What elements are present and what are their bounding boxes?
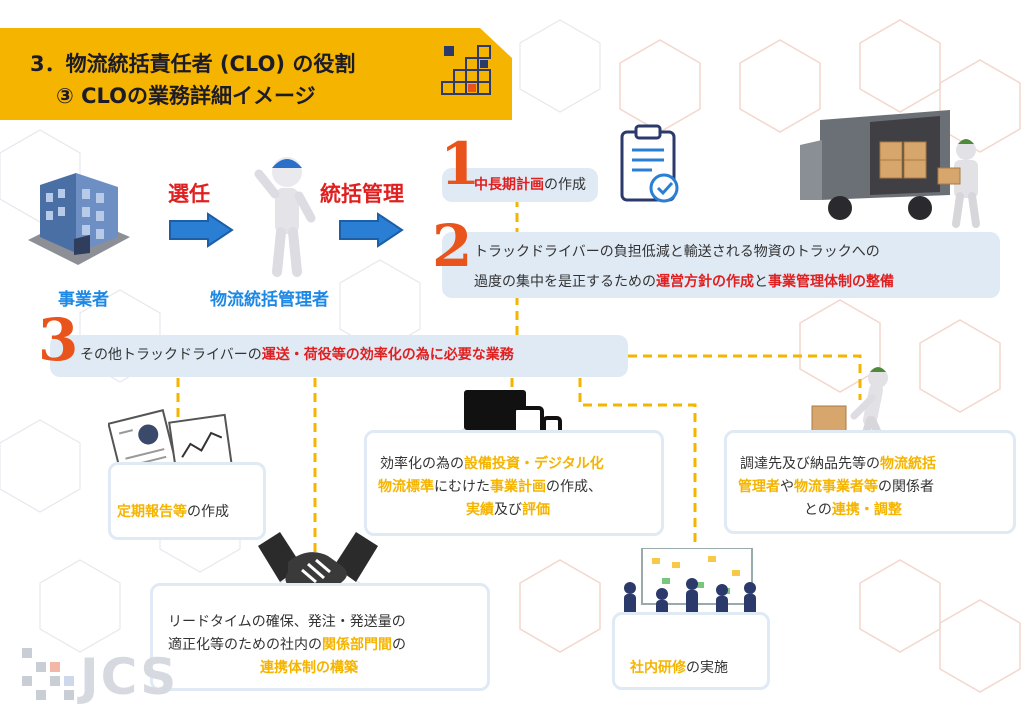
partner-box [724, 430, 1016, 534]
leadtime-box [150, 583, 490, 691]
partner-line2: 管理者や物流事業者等の関係者 [738, 479, 934, 495]
item2-line1: トラックドライバーの負担低減と輸送される物資のトラックへの [474, 244, 880, 260]
clipboard-check-icon [620, 124, 679, 203]
company-label: 事業者 [58, 290, 109, 310]
invest-line2: 物流標準にむけた事業計画の作成、 [378, 479, 602, 495]
oversight-label: 統括管理 [320, 182, 404, 206]
title-banner [0, 28, 512, 120]
truck-icon [800, 110, 980, 228]
jcs-logo-text: JCS [80, 648, 179, 706]
item3-text: その他トラックドライバーの運送・荷役等の効率化の為に必要な業務 [80, 347, 514, 363]
leadtime-line1: リードタイムの確保、発注・発送量の [168, 614, 406, 630]
partner-line3: との連携・調整 [804, 502, 902, 518]
right-arrow-icon [169, 212, 234, 248]
right-arrow-icon [339, 212, 404, 248]
item2-line2: 過度の集中を是正するための運営方針の作成と事業管理体制の整備 [474, 274, 894, 290]
page-subtitle: ③ CLOの業務詳細イメージ [56, 84, 316, 108]
training-text: 社内研修の実施 [630, 660, 728, 676]
invest-line3: 実績及び評価 [466, 502, 550, 518]
item1-box [442, 168, 598, 202]
page-title: 3．物流統括責任者 (CLO) の役割 [30, 52, 356, 76]
partner-line1: 調達先及び納品先等の物流統括 [740, 456, 936, 472]
building-icon [28, 173, 130, 265]
pixel-logo-icon [22, 648, 74, 700]
leadtime-line2: 適正化等のための社内の関係部門間の [168, 637, 406, 653]
item1-text: 中長期計画の作成 [474, 177, 586, 193]
invest-line1: 効率化の為の設備投資・デジタル化 [380, 456, 604, 472]
grid-logo-icon [441, 45, 491, 95]
report-text: 定期報告等の作成 [117, 504, 229, 520]
item1-number: 1 [440, 130, 481, 198]
item3-number: 3 [38, 306, 79, 374]
training-box [612, 612, 770, 690]
invest-box [364, 430, 664, 536]
manager-label: 物流統括管理者 [210, 290, 329, 310]
item3-box [50, 335, 628, 377]
item2-number: 2 [432, 212, 473, 280]
report-box [108, 462, 266, 540]
leadtime-line3: 連携体制の構築 [260, 660, 358, 676]
item2-box [442, 232, 1000, 298]
person-icon [254, 157, 316, 277]
appoint-label: 選任 [168, 182, 210, 206]
